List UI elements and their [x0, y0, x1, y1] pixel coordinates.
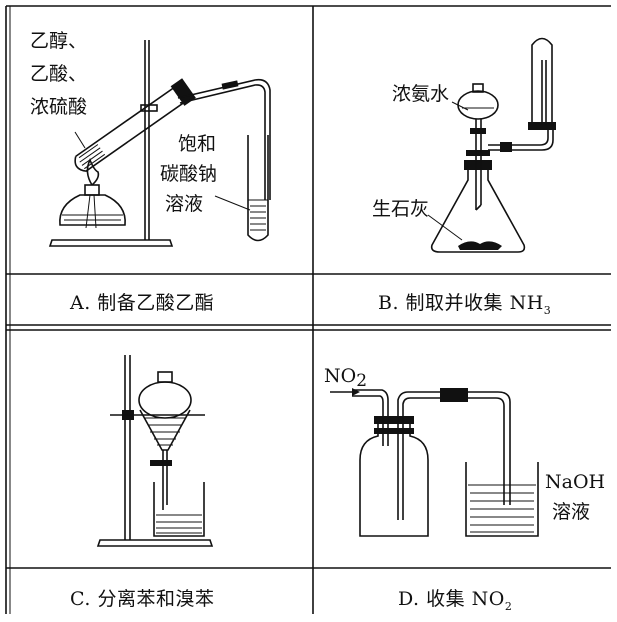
panel-b-caption: B. 制取并收集 NH3: [378, 292, 552, 317]
panel-c-caption: C. 分离苯和溴苯: [70, 588, 215, 610]
panel-b-label-top: 浓氨水: [392, 83, 449, 105]
panel-d-solution-label-1: NaOH: [545, 471, 605, 493]
table-grid: [5, 5, 611, 614]
panel-b-apparatus: [427, 37, 556, 253]
panel-d-solution-label-2: 溶液: [552, 501, 590, 523]
panel-d-caption: D. 收集 NO2: [398, 588, 513, 613]
panel-a-label-3: 浓硫酸: [30, 96, 87, 118]
panel-d-gas-label: NO2: [324, 365, 367, 391]
panel-a-label-2: 乙酸、: [30, 63, 87, 85]
panel-b-label-bottom: 生石灰: [372, 198, 429, 220]
panel-a-apparatus: [48, 40, 271, 247]
panel-d-apparatus: [330, 388, 539, 537]
panel-a-label-right-2: 碳酸钠: [160, 163, 217, 185]
panel-a-label-right-3: 溶液: [165, 193, 203, 215]
panel-a-caption: A. 制备乙酸乙酯: [70, 292, 215, 314]
panel-a-label-1: 乙醇、: [30, 30, 87, 52]
panel-c-apparatus: [96, 355, 214, 547]
panel-a-label-right-1: 饱和: [178, 133, 216, 155]
